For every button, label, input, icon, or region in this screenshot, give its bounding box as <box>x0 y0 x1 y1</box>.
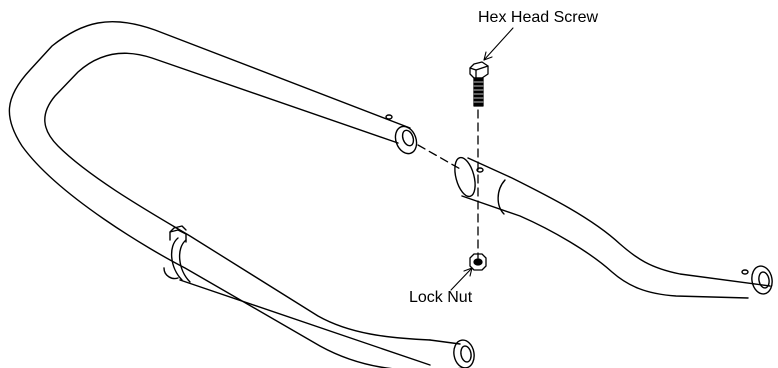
lock-nut <box>469 253 487 271</box>
upper-tube-end <box>385 114 418 155</box>
short-tube <box>454 156 773 299</box>
hex-head-screw-label: Hex Head Screw <box>478 9 599 26</box>
side-collar <box>163 225 191 283</box>
lock-nut-label: Lock Nut <box>409 289 473 306</box>
leader-arrows <box>450 27 514 291</box>
hex-head-screw <box>469 61 489 107</box>
u-handle-tube <box>8 20 431 368</box>
lower-left-tube-end <box>429 339 475 368</box>
alignment-lines <box>417 109 479 259</box>
